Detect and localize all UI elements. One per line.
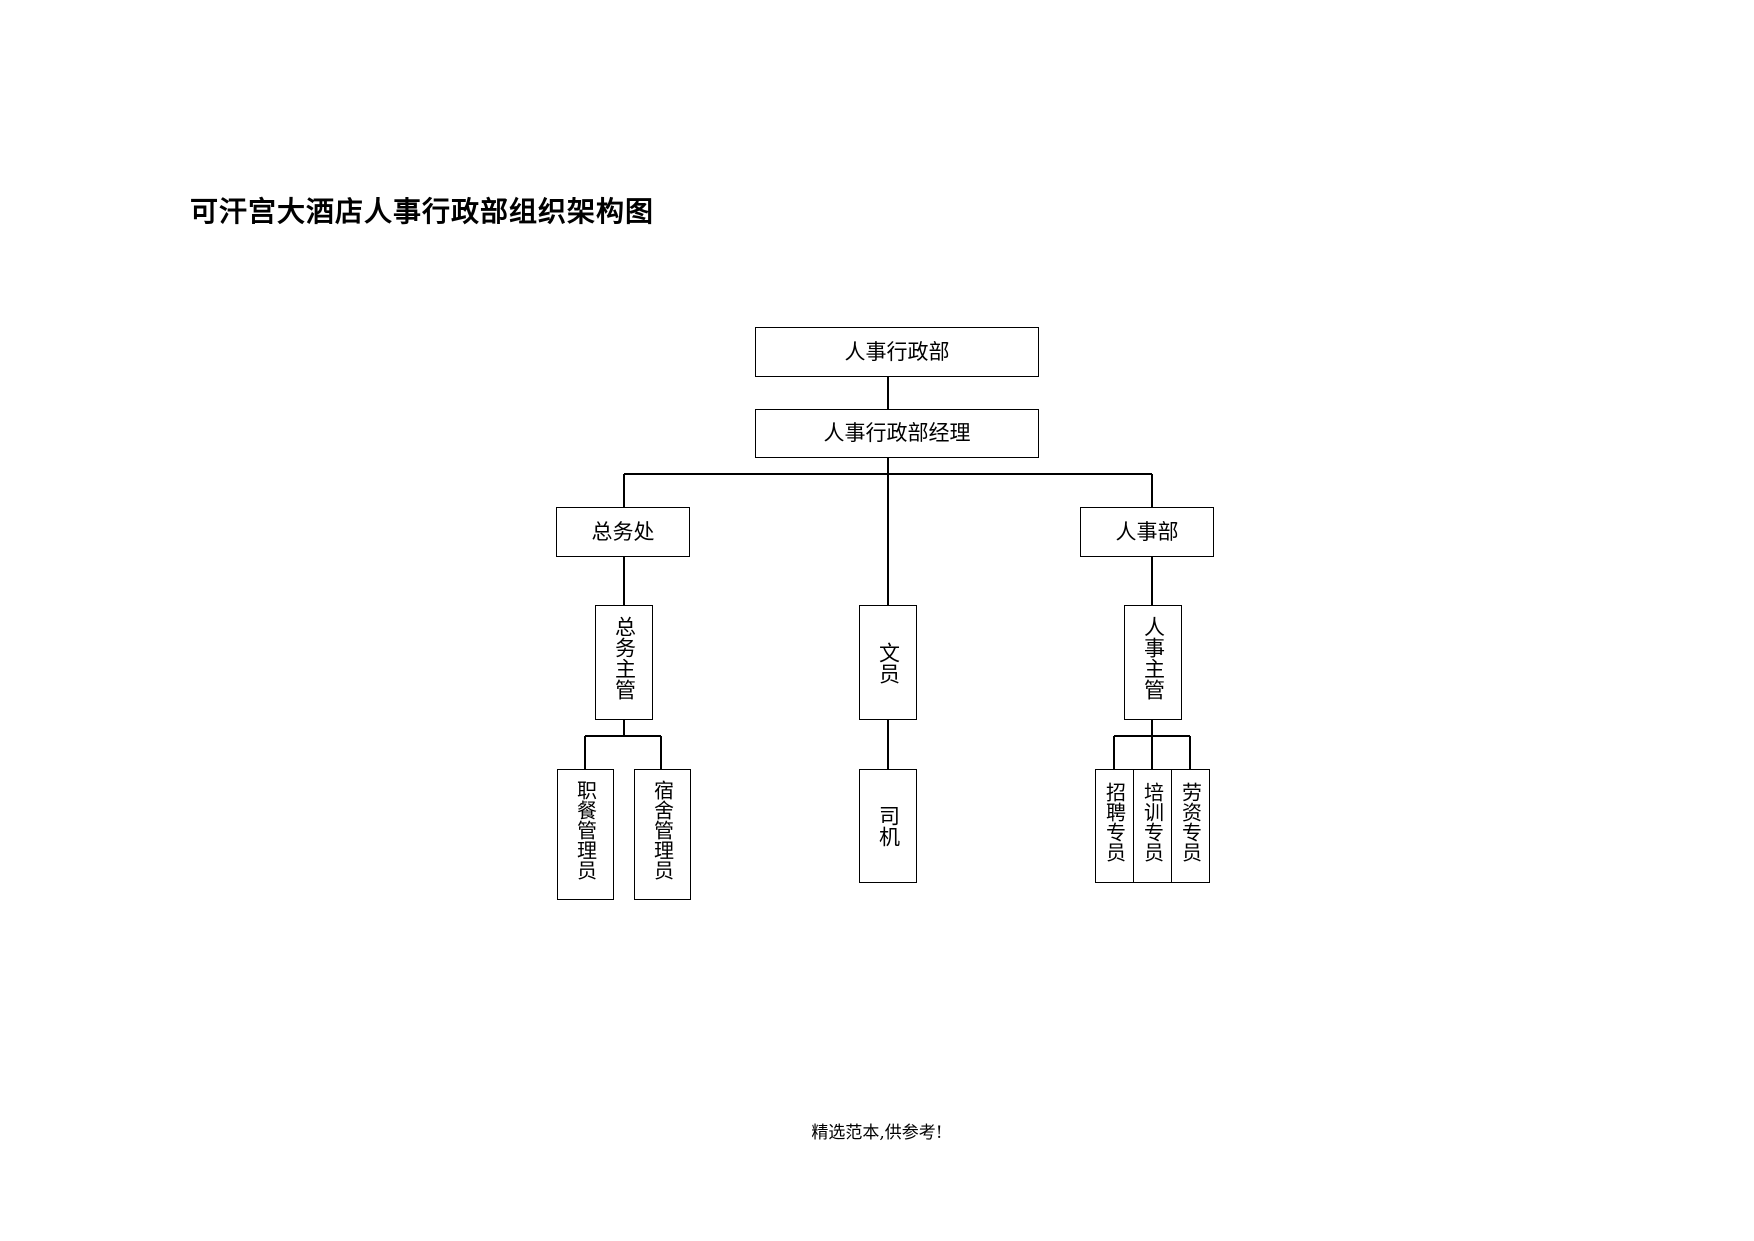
node-canteen-admin: 职餐管理员	[557, 769, 614, 900]
node-payroll-label: 劳资专员	[1178, 782, 1203, 862]
node-manager-label: 人事行政部经理	[823, 421, 971, 445]
node-ga-supervisor-label: 总务主管	[612, 616, 637, 700]
node-driver: 司机	[859, 769, 917, 883]
node-clerk: 文员	[859, 605, 917, 720]
node-canteen-admin-label: 职餐管理员	[573, 780, 598, 880]
node-general-affairs: 总务处	[556, 507, 690, 557]
node-driver-label: 司机	[876, 805, 901, 847]
page-title: 可汗宫大酒店人事行政部组织架构图	[190, 195, 655, 228]
page-footer: 精选范本,供参考!	[811, 1123, 943, 1143]
node-dorm-admin-label: 宿舍管理员	[650, 780, 675, 880]
node-general-affairs-label: 总务处	[591, 519, 655, 544]
node-hr: 人事部	[1080, 507, 1214, 557]
node-training-label: 培训专员	[1140, 782, 1165, 862]
node-hr-label: 人事部	[1115, 519, 1179, 544]
node-recruit: 招聘专员	[1095, 769, 1134, 883]
node-dept-label: 人事行政部	[844, 339, 950, 364]
node-payroll: 劳资专员	[1171, 769, 1210, 883]
node-recruit-label: 招聘专员	[1102, 782, 1127, 862]
node-hr-supervisor-label: 人事主管	[1141, 616, 1166, 700]
node-hr-supervisor: 人事主管	[1124, 605, 1182, 720]
node-clerk-label: 文员	[876, 641, 901, 684]
node-dorm-admin: 宿舍管理员	[634, 769, 691, 900]
node-dept: 人事行政部	[755, 327, 1039, 377]
node-training: 培训专员	[1133, 769, 1172, 883]
node-ga-supervisor: 总务主管	[595, 605, 653, 720]
node-manager: 人事行政部经理	[755, 409, 1039, 458]
